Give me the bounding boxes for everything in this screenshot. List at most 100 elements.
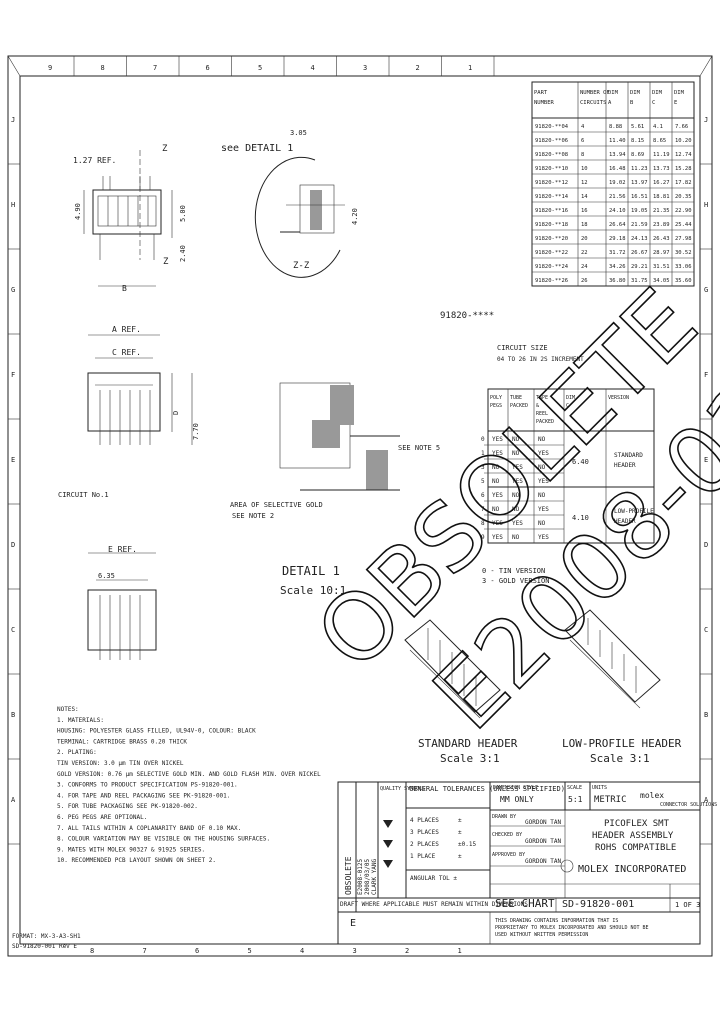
option-cell: NO [512, 436, 520, 443]
front-view [87, 334, 193, 445]
note-line: 3. CONFORMS TO PRODUCT SPECIFICATION PS-… [57, 782, 238, 789]
dim-c-ref: C REF. [112, 348, 141, 357]
grid-col-label: 1 [458, 947, 462, 955]
grid-row-label: H [11, 201, 15, 209]
table-cell: 19.02 [609, 180, 626, 186]
grid-col-label: 8 [101, 64, 105, 72]
table-cell: 91820-**24 [535, 264, 569, 270]
option-cell: YES [538, 478, 549, 485]
grid-col-label: 4 [300, 947, 304, 955]
option-cell: NO [538, 464, 546, 471]
table-cell: 7.66 [675, 124, 688, 130]
dimension-style-label: DIMENSION STYLE [493, 785, 538, 791]
table-cell: 27.98 [675, 236, 692, 242]
title-line-1: PICOFLEX SMT [604, 819, 670, 829]
option-header: PEGS [490, 403, 502, 409]
table-cell: 8.65 [653, 138, 666, 144]
detail-1-title: DETAIL 1 [282, 564, 340, 578]
table-cell: 4 [581, 124, 585, 130]
table-header: DIM [674, 90, 685, 96]
option-cell: YES [538, 534, 549, 541]
dim-305: 3.05 [290, 129, 307, 137]
table-cell: 28.97 [653, 250, 670, 256]
table-cell: 33.06 [675, 264, 692, 270]
checked-by-label: CHECKED BY [492, 832, 522, 838]
option-cell: NO [512, 450, 520, 457]
molex-logo: molex [640, 791, 664, 800]
table-cell: 26 [581, 278, 588, 284]
table-cell: 35.60 [675, 278, 692, 284]
table-cell: 13.73 [653, 166, 670, 172]
molex-tagline: CONNECTOR SOLUTIONS [660, 802, 717, 808]
option-cell: NO [512, 492, 520, 499]
revision-number: E2008-0125 [357, 858, 364, 895]
grid-row-label: D [11, 541, 15, 549]
see-note-5: SEE NOTE 5 [398, 444, 440, 452]
note-line: HOUSING: POLYESTER GLASS FILLED, UL94V-0… [57, 728, 256, 735]
table-cell: 91820-**22 [535, 250, 568, 256]
standard-header-scale: Scale 3:1 [440, 752, 500, 765]
circuit-range: 04 TO 26 IN 2S INCREMENT [497, 356, 584, 363]
low-profile-header-scale: Scale 3:1 [590, 752, 650, 765]
dim-127: 1.27 REF. [73, 156, 116, 165]
grid-row-label: D [704, 541, 708, 549]
grid-row-label: H [704, 201, 708, 209]
option-code: 6 [481, 492, 485, 499]
option-cell: NO [492, 506, 500, 513]
option-cell: YES [492, 520, 503, 527]
note-line: 10. RECOMMENDED PCB LAYOUT SHOWN ON SHEE… [57, 857, 216, 864]
tolerance-label: 1 PLACE [410, 853, 436, 860]
grid-row-label: E [704, 456, 708, 464]
table-cell: 17.82 [675, 180, 692, 186]
table-cell: 15.28 [675, 166, 692, 172]
tolerance-value: ± [458, 853, 462, 860]
low-profile-header-label: LOW-PROFILE HEADER [562, 737, 682, 750]
option-cell: NO [538, 520, 546, 527]
option-header: PACKED [510, 403, 528, 409]
grid-col-label: 9 [48, 64, 52, 72]
scale-value: 5:1 [568, 795, 583, 804]
table-cell: 12 [581, 180, 588, 186]
option-header: POLY [490, 395, 502, 401]
dim-635: 6.35 [98, 572, 115, 580]
revision-author: CLARK YANG [371, 858, 378, 895]
table-header: CIRCUITS [580, 100, 607, 106]
dim-490: 4.90 [74, 203, 82, 220]
note-line: TIN VERSION: 3.0 µm TIN OVER NICKEL [57, 760, 184, 767]
dim-240: 2.40 [179, 245, 187, 262]
grid-col-label: 3 [353, 947, 357, 955]
table-cell: 91820-**26 [535, 278, 568, 284]
general-tolerances: GENERAL TOLERANCES (UNLESS SPECIFIED) [409, 785, 565, 793]
table-header: DIM [608, 90, 619, 96]
option-header: DIM [566, 395, 575, 401]
table-cell: 21.35 [653, 208, 670, 214]
table-cell: 10 [581, 166, 588, 172]
dim-z-top: Z [162, 144, 168, 154]
option-cell: NO [512, 506, 520, 513]
grid-row-label: B [11, 711, 15, 719]
option-cell: YES [492, 492, 503, 499]
grid-col-label: 6 [206, 64, 210, 72]
table-cell: 26.67 [631, 250, 648, 256]
grid-row-label: C [11, 626, 15, 634]
option-code: 9 [481, 534, 485, 541]
table-cell: 34.26 [609, 264, 626, 270]
tolerance-value: ±0.15 [458, 841, 476, 848]
option-cell: YES [492, 534, 503, 541]
tolerance-label: 4 PLACES [410, 817, 439, 824]
part-code: 91820-**** [440, 311, 494, 321]
option-cell: YES [492, 450, 503, 457]
table-cell: 91820-**12 [535, 180, 568, 186]
table-header: PART [534, 90, 548, 96]
option-cell: YES [512, 464, 523, 471]
table-cell: 91820-**04 [535, 124, 569, 130]
table-cell: 26.43 [653, 236, 670, 242]
option-cell: NO [512, 534, 520, 541]
option-code: 8 [481, 520, 485, 527]
see-detail-1[interactable]: see DETAIL 1 [221, 143, 293, 154]
table-cell: 8.88 [609, 124, 622, 130]
table-cell: 24.13 [631, 236, 648, 242]
grid-row-label: G [704, 286, 708, 294]
